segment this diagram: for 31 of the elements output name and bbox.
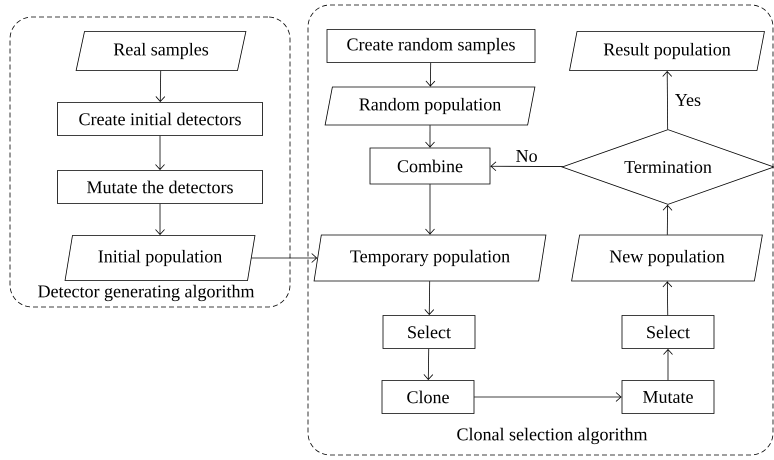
arrow — [490, 161, 564, 172]
arrow — [425, 125, 435, 148]
process-box: Mutate the detectors — [57, 170, 263, 204]
arrow — [155, 135, 165, 170]
data-parallelogram: New population — [571, 234, 763, 282]
arrow — [663, 348, 673, 380]
arrow — [155, 70, 166, 102]
arrow — [423, 348, 434, 380]
process-box: Create initial detectors — [57, 102, 263, 136]
arrow — [474, 392, 622, 402]
data-parallelogram: Temporary population — [314, 234, 546, 282]
arrow — [662, 70, 672, 130]
arrow — [424, 281, 434, 316]
process-box: Mutate — [622, 380, 714, 414]
arrow — [662, 281, 672, 316]
data-parallelogram: Initial population — [64, 235, 256, 281]
edge-label: No — [514, 149, 539, 163]
arrow — [662, 204, 672, 235]
data-parallelogram: Random population — [324, 86, 536, 126]
process-box: Create random samples — [326, 29, 536, 63]
data-parallelogram: Real samples — [76, 31, 246, 71]
process-box: Select — [622, 315, 714, 349]
arrow — [425, 184, 435, 235]
arrow — [426, 62, 436, 87]
process-box: Combine — [370, 148, 490, 184]
edge-label: Yes — [674, 93, 702, 108]
data-parallelogram: Result population — [569, 31, 765, 71]
process-box: Select — [382, 315, 476, 349]
arrow — [155, 203, 165, 236]
process-box: Clone — [382, 380, 474, 414]
arrow — [251, 253, 318, 263]
